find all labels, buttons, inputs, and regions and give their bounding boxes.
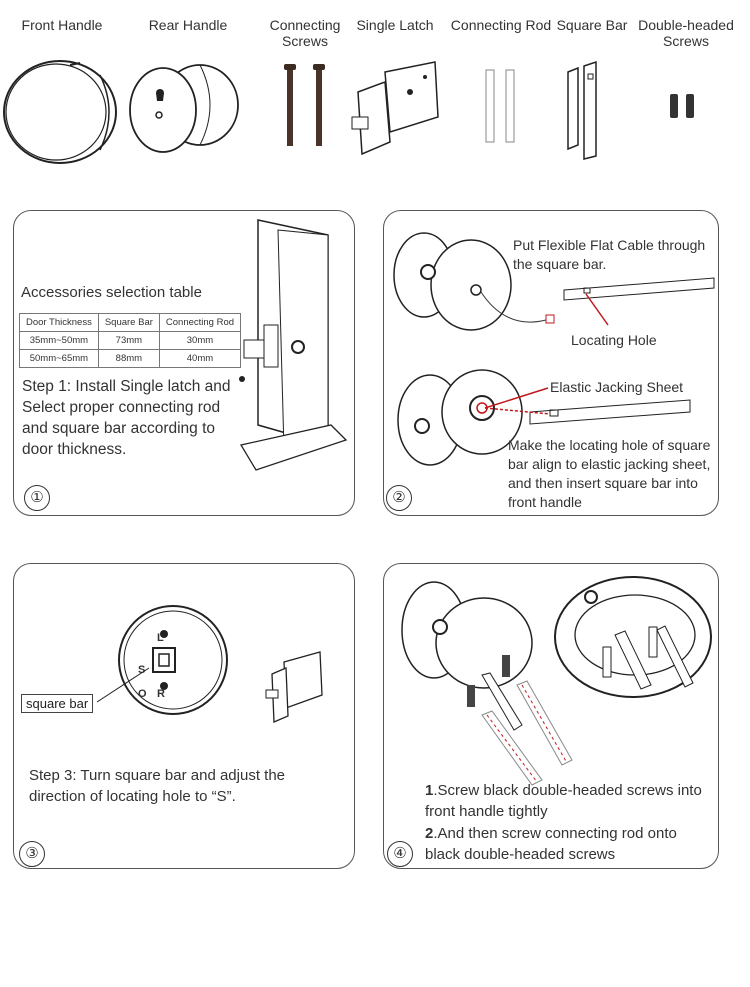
- table-cell: 30mm: [158, 331, 242, 350]
- front-handle-cable-illustration: [393, 232, 715, 331]
- accessories-table: Door Thickness Square Bar Connecting Rod…: [19, 313, 242, 368]
- table-cell: 40mm: [158, 349, 242, 368]
- table-header-square-bar: Square Bar: [97, 313, 160, 332]
- part-label-front-handle: Front Handle: [21, 17, 103, 33]
- front-handle-illustration: [3, 60, 117, 164]
- step4-number: ④: [387, 841, 413, 867]
- step2-cable-text: Put Flexible Flat Cable through the squa…: [513, 237, 706, 272]
- part-label-single-latch: Single Latch: [356, 17, 434, 33]
- table-cell: 50mm~65mm: [19, 349, 99, 368]
- front-handle-jacking-illustration: [397, 369, 691, 466]
- step4-line2-text: .And then screw connecting rod onto blac…: [425, 825, 677, 863]
- single-latch-illustration: [351, 61, 439, 156]
- table-row: 50mm~65mm 88mm 40mm: [19, 349, 242, 368]
- table-row: 35mm~50mm 73mm 30mm: [19, 331, 242, 350]
- square-bar-pointer-line: [96, 667, 150, 703]
- step1-text: Step 1: Install Single latch and Select …: [22, 378, 231, 458]
- connecting-screws-illustration: [284, 64, 325, 146]
- table-header-door-thickness: Door Thickness: [19, 313, 99, 332]
- knob-face-illustration: [118, 605, 228, 715]
- locating-hole-label: Locating Hole: [571, 332, 657, 348]
- step2-align-text: Make the locating hole of square bar ali…: [508, 437, 711, 510]
- step2-number: ②: [386, 485, 412, 511]
- step1-number: ①: [24, 485, 50, 511]
- letter-r: R: [157, 688, 165, 700]
- step4-line2-number: 2: [425, 825, 434, 842]
- table-cell: 73mm: [97, 331, 160, 350]
- double-headed-screws-illustration: [670, 94, 694, 118]
- letter-s: S: [138, 664, 146, 676]
- table-cell: 88mm: [97, 349, 160, 368]
- part-label-square-bar: Square Bar: [556, 17, 628, 33]
- zoom-detail-illustration: [554, 576, 712, 698]
- door-latch-illustration: [239, 219, 348, 471]
- connecting-rod-illustration: [485, 69, 515, 143]
- table-header-connecting-rod: Connecting Rod: [158, 313, 242, 332]
- rear-handle-illustration: [129, 64, 239, 153]
- square-bar-label: square bar: [21, 694, 94, 713]
- step4-line1: 1.Screw black double-headed screws into …: [425, 780, 715, 822]
- letter-l: L: [157, 632, 164, 644]
- accessories-table-title: Accessories selection table: [21, 284, 202, 301]
- square-bar-illustration: [567, 60, 597, 160]
- front-handle-screws-illustration: [401, 581, 573, 786]
- table-cell: 35mm~50mm: [19, 331, 99, 350]
- letter-o: O: [138, 688, 147, 700]
- step4-line2: 2.And then screw connecting rod onto bla…: [425, 823, 715, 865]
- latch-small-illustration: [265, 651, 323, 723]
- part-label-rear-handle: Rear Handle: [148, 17, 228, 33]
- part-label-double-headed-screws: Double-headed Screws: [638, 17, 734, 49]
- step3-number: ③: [19, 841, 45, 867]
- step4-line1-number: 1: [425, 782, 434, 799]
- part-label-connecting-rod: Connecting Rod: [450, 17, 552, 33]
- step4-line1-text: .Screw black double-headed screws into f…: [425, 782, 702, 820]
- step3-text: Step 3: Turn square bar and adjust the d…: [29, 767, 286, 805]
- part-label-connecting-screws: Connecting Screws: [269, 17, 341, 49]
- elastic-jacking-sheet-label: Elastic Jacking Sheet: [550, 379, 684, 395]
